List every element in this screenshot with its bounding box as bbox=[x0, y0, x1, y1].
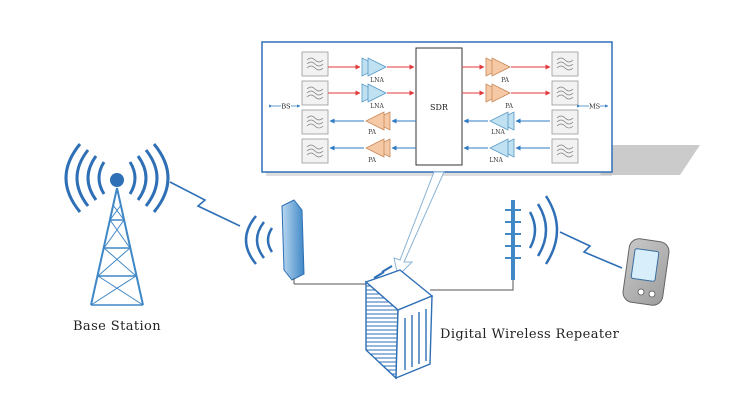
signal-bolt-left bbox=[169, 181, 241, 227]
sdr-label: SDR bbox=[430, 103, 449, 112]
repeater-label: Digital Wireless Repeater bbox=[440, 327, 620, 342]
pa-label: PA bbox=[368, 157, 376, 164]
service-antenna bbox=[430, 195, 559, 291]
block-diagram-panel: SDR BS MS LNA PA bbox=[261, 41, 700, 176]
base-station-tower: Base Station bbox=[64, 143, 170, 334]
lna-label: LNA bbox=[370, 77, 384, 84]
downlink-row-1: LNA PA bbox=[329, 111, 550, 136]
bs-port: BS bbox=[269, 102, 301, 111]
pa-label: PA bbox=[505, 103, 513, 110]
callout-arrow bbox=[393, 171, 445, 277]
ms-port-label: MS bbox=[589, 103, 600, 111]
base-station-label: Base Station bbox=[73, 319, 161, 334]
downlink-row-2: LNA PA bbox=[329, 138, 550, 164]
right-filter-bank bbox=[551, 51, 579, 164]
sdr-block: SDR bbox=[415, 47, 463, 166]
pa-label: PA bbox=[368, 129, 376, 136]
signal-bolt-right bbox=[559, 231, 623, 269]
donor-antenna bbox=[244, 199, 378, 285]
ms-port: MS bbox=[577, 102, 609, 111]
repeater-unit: Digital Wireless Repeater bbox=[364, 265, 620, 380]
bs-port-label: BS bbox=[281, 103, 290, 111]
lna-label: LNA bbox=[370, 103, 384, 110]
mobile-phone-icon bbox=[622, 238, 670, 306]
lna-label: LNA bbox=[489, 157, 503, 164]
pa-label: PA bbox=[501, 77, 509, 84]
uplink-row-1: LNA PA bbox=[328, 57, 551, 84]
lna-label: LNA bbox=[491, 129, 505, 136]
uplink-row-2: LNA PA bbox=[328, 83, 551, 110]
